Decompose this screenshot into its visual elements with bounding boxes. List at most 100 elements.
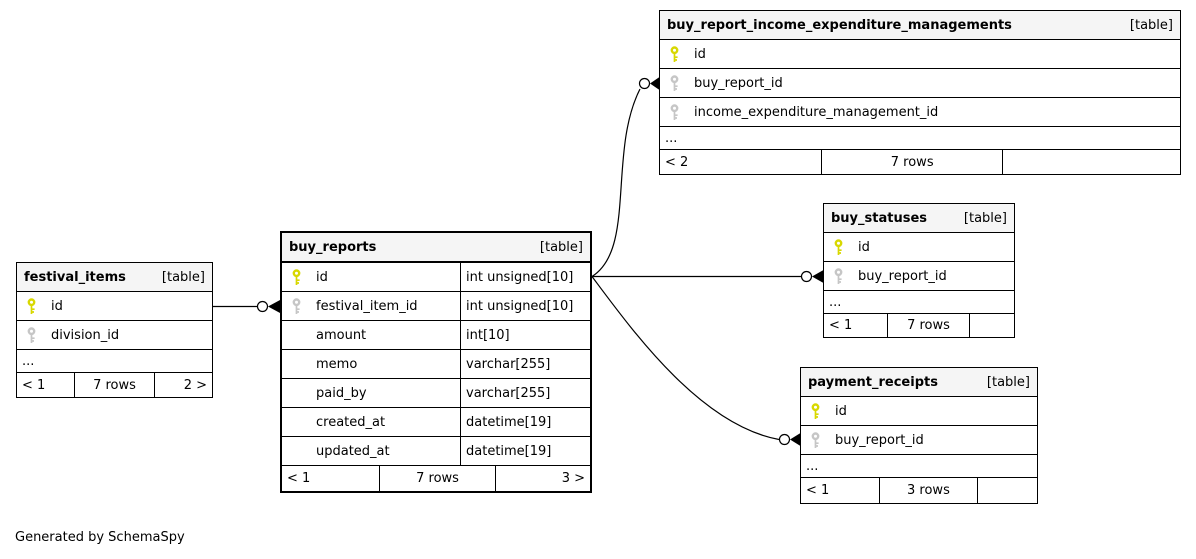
table-footer: < 1 7 rows 2 > — [17, 373, 212, 397]
footer-row-count: 7 rows — [379, 466, 497, 491]
table-buy-report-income-expenditure-managements[interactable]: buy_report_income_expenditure_management… — [659, 10, 1181, 175]
column-name: memo — [316, 356, 358, 372]
table-footer: < 1 7 rows — [824, 314, 1014, 337]
column-type: int unsigned[10] — [460, 292, 590, 320]
primary-key-icon — [801, 402, 835, 420]
footer-row-count: 7 rows — [821, 150, 1004, 174]
table-buy-reports[interactable]: buy_reports [table] id int unsigned[10] … — [280, 231, 592, 493]
column-type: varchar[255] — [460, 350, 590, 378]
column-type: varchar[255] — [460, 379, 590, 407]
table-header: payment_receipts [table] — [801, 368, 1037, 397]
table-buy-statuses[interactable]: buy_statuses [table] id buy_report_id ..… — [823, 203, 1015, 338]
footer-related-left: < 1 — [287, 471, 311, 486]
footer-related-left: < 2 — [665, 154, 689, 170]
foreign-key-icon — [660, 74, 694, 92]
table-title: buy_statuses — [831, 210, 928, 226]
column-name: id — [694, 46, 706, 62]
foreign-key-icon — [801, 431, 835, 449]
column-row: paid_by varchar[255] — [282, 379, 590, 408]
column-row: memo varchar[255] — [282, 350, 590, 379]
column-name: buy_report_id — [858, 268, 947, 284]
column-name: amount — [316, 327, 367, 343]
column-name: festival_item_id — [316, 298, 418, 314]
footer-related-right — [978, 478, 1037, 503]
fk-arrowhead — [268, 299, 281, 314]
footer-related-left: < 1 — [829, 318, 853, 333]
table-header: festival_items [table] — [17, 263, 212, 292]
cardinality-circle — [256, 300, 269, 313]
column-row: id — [660, 40, 1180, 69]
table-header: buy_report_income_expenditure_management… — [660, 11, 1180, 40]
column-name: updated_at — [316, 443, 390, 459]
ellipsis-text: ... — [829, 294, 842, 310]
table-title: festival_items — [24, 269, 126, 285]
primary-key-icon — [17, 297, 51, 315]
connector-buy-reports-to-payment-receipts — [591, 276, 780, 441]
primary-key-icon — [282, 268, 316, 286]
column-name: id — [51, 298, 63, 314]
column-name: income_expenditure_management_id — [694, 104, 939, 120]
foreign-key-icon — [17, 326, 51, 344]
column-row: buy_report_id — [660, 69, 1180, 98]
footer-related-right: 3 > — [561, 471, 585, 486]
foreign-key-icon — [824, 267, 858, 285]
footer-row-count: 7 rows — [886, 314, 971, 337]
cardinality-circle — [800, 270, 813, 283]
table-header: buy_reports [table] — [282, 233, 590, 263]
table-tag: [table] — [161, 269, 205, 285]
table-tag: [table] — [963, 210, 1007, 226]
connector-buy-reports-to-managements — [591, 88, 641, 278]
footer-related-right — [970, 314, 1014, 337]
column-row: buy_report_id — [801, 426, 1037, 455]
footer-related-right: 2 > — [183, 377, 207, 393]
ellipsis-row: ... — [801, 455, 1037, 478]
table-title: buy_report_income_expenditure_management… — [667, 17, 1012, 33]
column-row: id int unsigned[10] — [282, 263, 590, 292]
footer-row-count: 7 rows — [73, 373, 156, 397]
fk-arrowhead — [650, 77, 660, 90]
column-type: datetime[19] — [460, 408, 590, 436]
column-row: id — [824, 233, 1014, 262]
table-festival-items[interactable]: festival_items [table] id division_id ..… — [16, 262, 213, 398]
column-row: festival_item_id int unsigned[10] — [282, 292, 590, 321]
column-name: id — [858, 239, 870, 255]
fk-arrowhead — [812, 270, 824, 283]
column-type: int[10] — [460, 321, 590, 349]
footer-related-left: < 1 — [22, 377, 46, 393]
column-row: income_expenditure_management_id — [660, 98, 1180, 127]
footer-related-right — [1003, 150, 1180, 174]
ellipsis-text: ... — [806, 458, 819, 474]
table-title: buy_reports — [289, 239, 377, 255]
table-tag: [table] — [539, 239, 583, 255]
foreign-key-icon — [282, 297, 316, 315]
column-name: id — [316, 269, 328, 285]
column-row: id — [801, 397, 1037, 426]
table-footer: < 1 3 rows — [801, 478, 1037, 503]
cardinality-circle — [638, 77, 651, 90]
table-tag: [table] — [986, 374, 1030, 390]
table-footer: < 2 7 rows — [660, 150, 1180, 174]
column-row: amount int[10] — [282, 321, 590, 350]
ellipsis-text: ... — [22, 353, 35, 369]
table-tag: [table] — [1129, 17, 1173, 33]
ellipsis-row: ... — [17, 350, 212, 373]
column-row: id — [17, 292, 212, 321]
cardinality-circle — [778, 433, 791, 446]
column-name: buy_report_id — [694, 75, 783, 91]
ellipsis-text: ... — [665, 130, 678, 146]
footer-related-left: < 1 — [806, 483, 830, 498]
column-name: created_at — [316, 414, 386, 430]
fk-arrowhead — [790, 433, 801, 446]
table-payment-receipts[interactable]: payment_receipts [table] id buy_report_i… — [800, 367, 1038, 504]
table-header: buy_statuses [table] — [824, 204, 1014, 233]
column-row: division_id — [17, 321, 212, 350]
primary-key-icon — [824, 238, 858, 256]
ellipsis-row: ... — [824, 291, 1014, 314]
column-name: id — [835, 403, 847, 419]
column-type: int unsigned[10] — [460, 263, 590, 291]
ellipsis-row: ... — [660, 127, 1180, 150]
table-title: payment_receipts — [808, 374, 938, 390]
primary-key-icon — [660, 45, 694, 63]
